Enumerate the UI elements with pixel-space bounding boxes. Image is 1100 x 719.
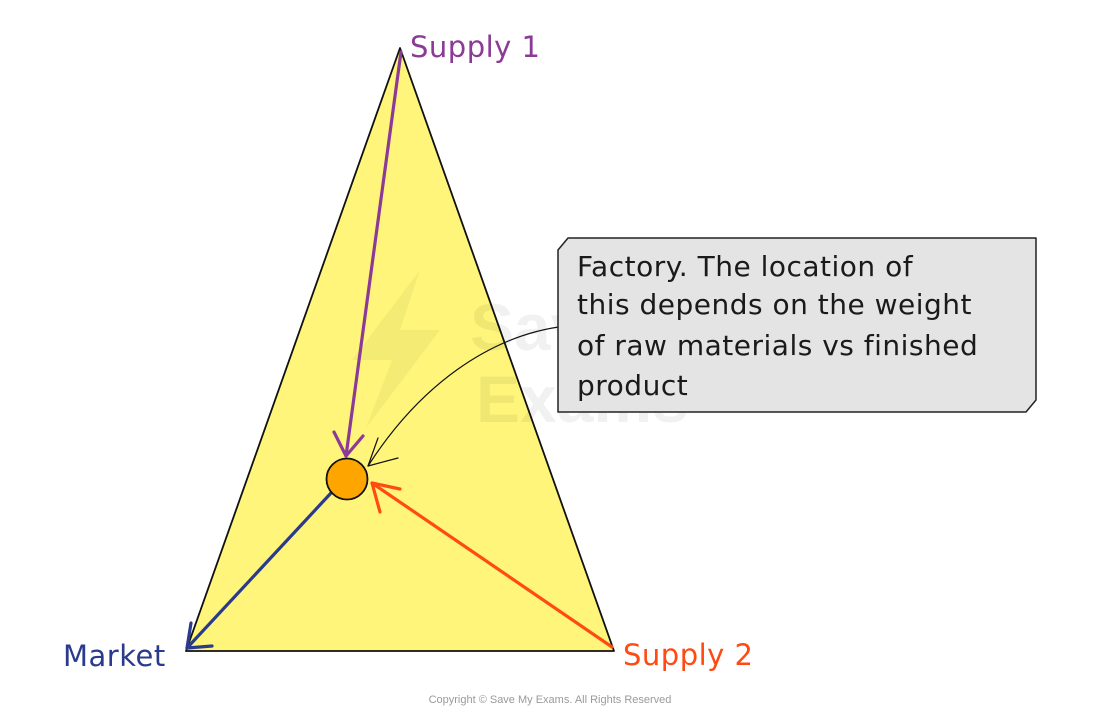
supply-2-label: Supply 2: [623, 638, 754, 672]
copyright-notice: Copyright © Save My Exams. All Rights Re…: [429, 694, 672, 706]
callout-line-1: Factory. The location of: [577, 250, 914, 283]
location-triangle: [185, 47, 615, 652]
callout-line-4: product: [577, 369, 688, 402]
callout-line-2: this depends on the weight: [577, 288, 972, 321]
watermark-bolt-icon: [352, 270, 440, 428]
market-arrow: [185, 491, 333, 650]
market-label: Market: [63, 639, 166, 673]
supply-1-label: Supply 1: [410, 30, 541, 64]
callout-line-3: of raw materials vs finished: [577, 329, 978, 362]
factory-marker: [325, 457, 369, 501]
callout-text: Factory. The location of this depends on…: [577, 250, 988, 402]
callout-box: [557, 237, 1037, 413]
supply-2-arrow: [370, 481, 614, 649]
supply-1-arrow: [332, 50, 403, 458]
